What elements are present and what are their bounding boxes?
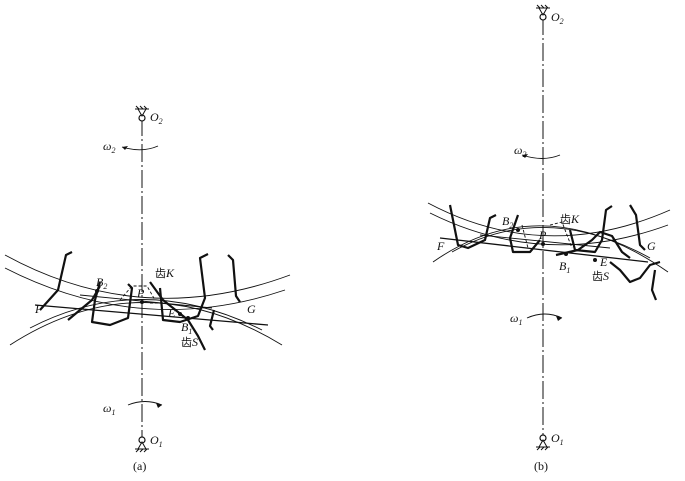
point-b1-label-b: B1 bbox=[559, 259, 570, 275]
center-o2-label-b: O2 bbox=[551, 10, 564, 26]
pivot-o1-icon-b bbox=[536, 434, 550, 451]
figure-b: O2 O1 ω2 ω1 B2 P E B1 F G 齿K bbox=[427, 4, 671, 473]
center-o1-label-b: O1 bbox=[551, 431, 564, 447]
point-e-label-b: E bbox=[599, 255, 608, 269]
line-of-action-b bbox=[439, 237, 649, 263]
point-p-label-b: P bbox=[538, 228, 547, 242]
addendum-arc-upper-a bbox=[4, 254, 291, 299]
omega1-arrow-b bbox=[526, 313, 563, 319]
center-o1-label-a: O1 bbox=[150, 433, 163, 449]
point-b1-label-a: B1 bbox=[181, 320, 192, 336]
pitch-arc-lower-a bbox=[29, 299, 263, 331]
addendum-arc-upper-b bbox=[427, 202, 671, 237]
omega1-label-a: ω1 bbox=[103, 401, 115, 417]
point-b1-marker-a bbox=[186, 316, 190, 320]
point-g-label-b: G bbox=[647, 239, 656, 253]
figure-a: O2 O1 ω2 ω1 B2 P bbox=[4, 105, 291, 473]
line-of-action-aux-a bbox=[79, 294, 213, 309]
tooth-k-label-b: 齿K bbox=[560, 212, 580, 226]
point-p-label-a: P bbox=[136, 286, 145, 300]
omega2-arrow-b bbox=[521, 154, 561, 159]
point-f-label-b: F bbox=[436, 239, 445, 253]
point-e-marker-a bbox=[178, 312, 182, 316]
point-e-marker-b bbox=[593, 258, 597, 262]
omega2-label-b: ω2 bbox=[514, 143, 526, 159]
center-o2-label-a: O2 bbox=[150, 110, 163, 126]
point-b1-marker-b bbox=[564, 252, 568, 256]
pitch-arc-upper-b bbox=[429, 212, 669, 246]
caption-b: (b) bbox=[534, 459, 548, 473]
point-b2-label-b: B2 bbox=[502, 214, 513, 230]
tooth-s-label-b: 齿S bbox=[592, 269, 609, 283]
omega1-arrow-a bbox=[127, 401, 163, 406]
pivot-o2-icon-a bbox=[135, 105, 149, 122]
gear2-teeth-b bbox=[448, 204, 646, 254]
tooth-k-label-a: 齿K bbox=[155, 266, 175, 280]
pivot-o1-icon-a bbox=[135, 436, 149, 453]
point-b2-label-a: B2 bbox=[96, 275, 107, 291]
point-b2-marker-b bbox=[516, 228, 520, 232]
line-of-action-a bbox=[34, 304, 269, 326]
point-g-label-a: G bbox=[247, 302, 256, 316]
construction-lines-b bbox=[521, 221, 573, 249]
line-of-action-aux-b bbox=[479, 234, 611, 249]
gear2-teeth-a bbox=[39, 251, 241, 327]
point-b2-marker-a bbox=[95, 289, 99, 293]
tooth-s-label-a: 齿S bbox=[181, 335, 198, 349]
point-f-label-a: F bbox=[34, 302, 43, 316]
pitch-arc-lower-b bbox=[451, 226, 651, 259]
pitch-arc-upper-a bbox=[4, 267, 286, 310]
addendum-arc-lower-a bbox=[9, 302, 283, 346]
construction-lines-a bbox=[119, 285, 165, 304]
gear1-teeth-b bbox=[555, 230, 661, 301]
omega2-label-a: ω2 bbox=[103, 139, 115, 155]
point-p-marker-b bbox=[541, 242, 545, 246]
point-p-marker-a bbox=[140, 300, 144, 304]
pivot-o2-icon-b bbox=[536, 4, 550, 21]
omega1-label-b: ω1 bbox=[510, 311, 522, 327]
point-e-label-a: E bbox=[167, 306, 176, 320]
caption-a: (a) bbox=[133, 459, 146, 473]
